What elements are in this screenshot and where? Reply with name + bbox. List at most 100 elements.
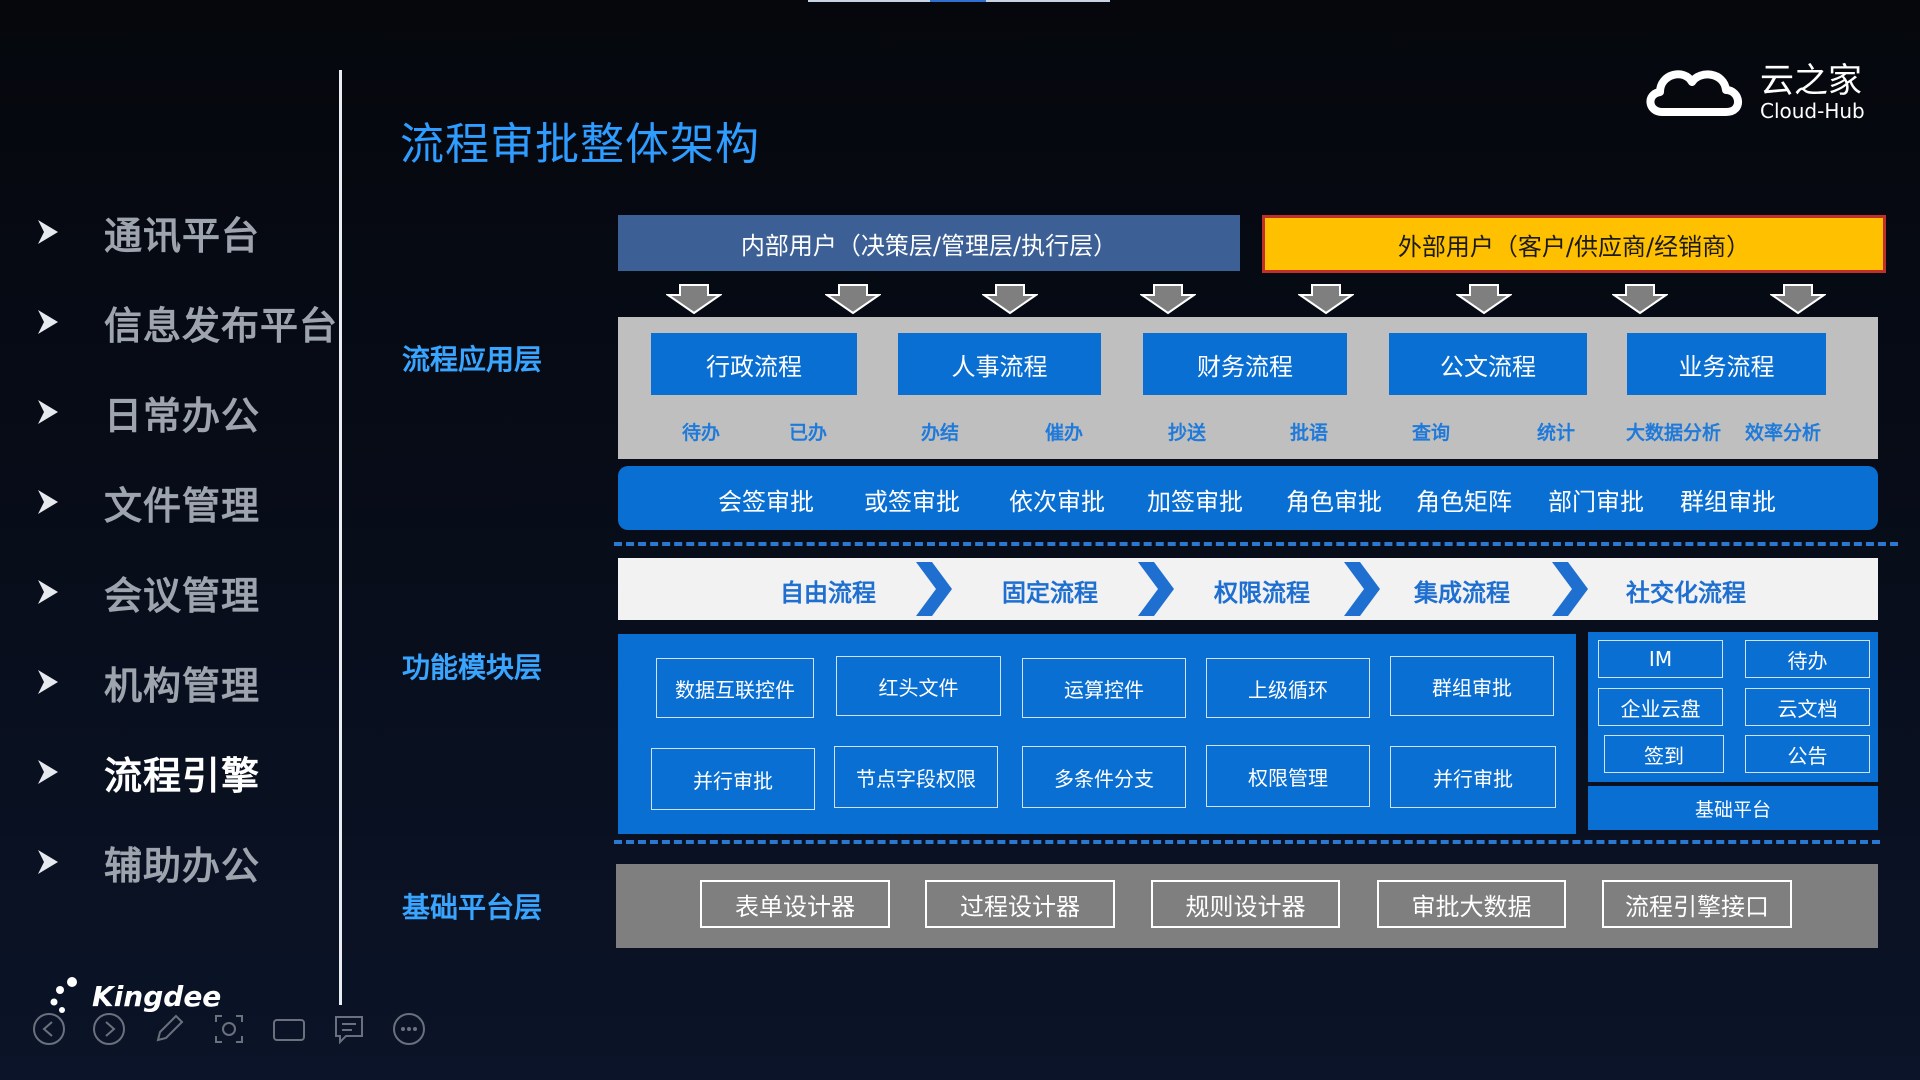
done-label: 已办 [789,422,828,444]
base-tool-engine-interface[interactable]: 流程引擎接口 [1602,880,1792,928]
slide-progress-bar [808,0,1110,2]
layer-divider [614,542,1898,546]
next-slide-icon[interactable] [90,1010,128,1048]
sidebar-item-label: 文件管理 [104,483,261,528]
base-tool-form-designer[interactable]: 表单设计器 [700,880,890,928]
pen-icon[interactable] [150,1010,188,1048]
chevron-right-icon [1138,562,1174,616]
urge-label: 催办 [1045,422,1084,444]
platform-cell-checkin[interactable]: 签到 [1604,735,1724,773]
sidebar-item-daily-office[interactable]: 日常办公 [34,382,260,442]
module-cell[interactable]: 红头文件 [836,656,1001,716]
platform-cell-cloud-disk[interactable]: 企业云盘 [1598,688,1723,726]
sidebar-item-label: 流程引擎 [104,753,261,798]
efficiency-analysis-label: 效率分析 [1745,422,1822,444]
approval-type-item: 加签审批 [1147,488,1243,516]
sidebar-item-label: 日常办公 [104,393,261,438]
sidebar-item-label: 通讯平台 [104,213,261,258]
flow-type-permission: 权限流程 [1214,579,1310,607]
chevron-right-icon [1344,562,1380,616]
approval-type-item: 群组审批 [1680,488,1776,516]
sidebar-item-org-management[interactable]: 机构管理 [34,652,260,712]
sidebar-divider [339,70,342,1005]
sidebar-item-label: 机构管理 [104,663,261,708]
comment-label: 批语 [1290,422,1329,444]
platform-cell-todo[interactable]: 待办 [1745,640,1870,678]
module-cell[interactable]: 并行审批 [1390,746,1556,808]
base-tool-rule-designer[interactable]: 规则设计器 [1151,880,1340,928]
sidebar-item-process-engine[interactable]: 流程引擎 [34,742,260,802]
flow-type-free: 自由流程 [780,579,876,607]
approval-type-item: 角色矩阵 [1416,488,1512,516]
cc-label: 抄送 [1168,422,1207,444]
chevron-right-icon [1552,562,1588,616]
platform-cell-cloud-doc[interactable]: 云文档 [1745,688,1870,726]
approval-type-item: 或签审批 [864,488,960,516]
big-data-analysis-label: 大数据分析 [1626,422,1722,444]
presentation-toolbar [30,1010,428,1048]
base-tool-process-designer[interactable]: 过程设计器 [925,880,1115,928]
down-arrow-icon [1456,284,1512,315]
kingdee-logo-text: Kingdee [92,979,222,1013]
approval-types-bar [618,466,1878,530]
subtitle-icon[interactable] [330,1010,368,1048]
brand-name-cn: 云之家 [1760,61,1862,101]
process-admin[interactable]: 行政流程 [651,333,857,395]
arrow-icon [34,758,62,786]
base-tool-approval-bigdata[interactable]: 审批大数据 [1377,880,1566,928]
module-cell[interactable]: 数据互联控件 [656,658,814,718]
arrow-icon [34,488,62,516]
slide-progress-indicator [930,0,986,2]
process-finance[interactable]: 财务流程 [1143,333,1347,395]
chevron-right-icon [916,562,952,616]
module-cell[interactable]: 节点字段权限 [834,746,998,808]
previous-slide-icon[interactable] [30,1010,68,1048]
arrow-icon [34,578,62,606]
sidebar-item-file-management[interactable]: 文件管理 [34,472,260,532]
query-label: 查询 [1412,422,1451,444]
down-arrow-icon [982,284,1038,315]
module-cell[interactable]: 多条件分支 [1022,746,1186,808]
approval-type-item: 会签审批 [718,488,814,516]
kingdee-logo: Kingdee [46,976,221,1016]
sidebar: 通讯平台 信息发布平台 日常办公 文件管理 会议管理 机构管理 流程引擎 辅助办… [0,0,340,1080]
platform-cell-im[interactable]: IM [1598,640,1723,678]
sidebar-item-info-publish[interactable]: 信息发布平台 [34,292,338,352]
process-business[interactable]: 业务流程 [1627,333,1826,395]
process-hr[interactable]: 人事流程 [898,333,1101,395]
flow-type-social: 社交化流程 [1626,579,1746,607]
layer-label-base: 基础平台层 [402,891,543,924]
sidebar-item-meeting-management[interactable]: 会议管理 [34,562,260,622]
completed-label: 办结 [921,422,960,444]
cloud-icon [1646,70,1742,116]
process-document[interactable]: 公文流程 [1389,333,1587,395]
module-cell[interactable]: 权限管理 [1206,745,1370,807]
sidebar-item-comm-platform[interactable]: 通讯平台 [34,202,260,262]
layer-label-function: 功能模块层 [402,651,543,684]
sidebar-item-label: 辅助办公 [104,843,261,888]
module-cell[interactable]: 运算控件 [1022,658,1186,718]
module-cell[interactable]: 群组审批 [1390,656,1554,716]
flow-types-bar [618,558,1878,620]
flow-type-fixed: 固定流程 [1002,579,1098,607]
camera-icon[interactable] [270,1010,308,1048]
layer-divider [614,840,1880,844]
arrow-icon [34,668,62,696]
page-title: 流程审批整体架构 [400,119,760,170]
down-arrow-icon [1770,284,1826,315]
platform-cell-announcement[interactable]: 公告 [1745,735,1870,773]
sidebar-item-aux-office[interactable]: 辅助办公 [34,832,260,892]
internal-users-box: 内部用户（决策层/管理层/执行层） [618,215,1240,271]
arrow-icon [34,398,62,426]
down-arrow-icon [666,284,722,315]
module-cell[interactable]: 上级循环 [1206,658,1370,718]
external-users-box: 外部用户（客户/供应商/经销商） [1262,215,1886,273]
kingdee-logo-icon [50,977,77,1013]
more-options-icon[interactable] [390,1010,428,1048]
zoom-icon[interactable] [210,1010,248,1048]
approval-type-item: 依次审批 [1009,488,1105,516]
module-cell[interactable]: 并行审批 [651,748,815,810]
approval-type-item: 角色审批 [1286,488,1382,516]
layer-label-application: 流程应用层 [402,343,543,376]
down-arrow-icon [1140,284,1196,315]
